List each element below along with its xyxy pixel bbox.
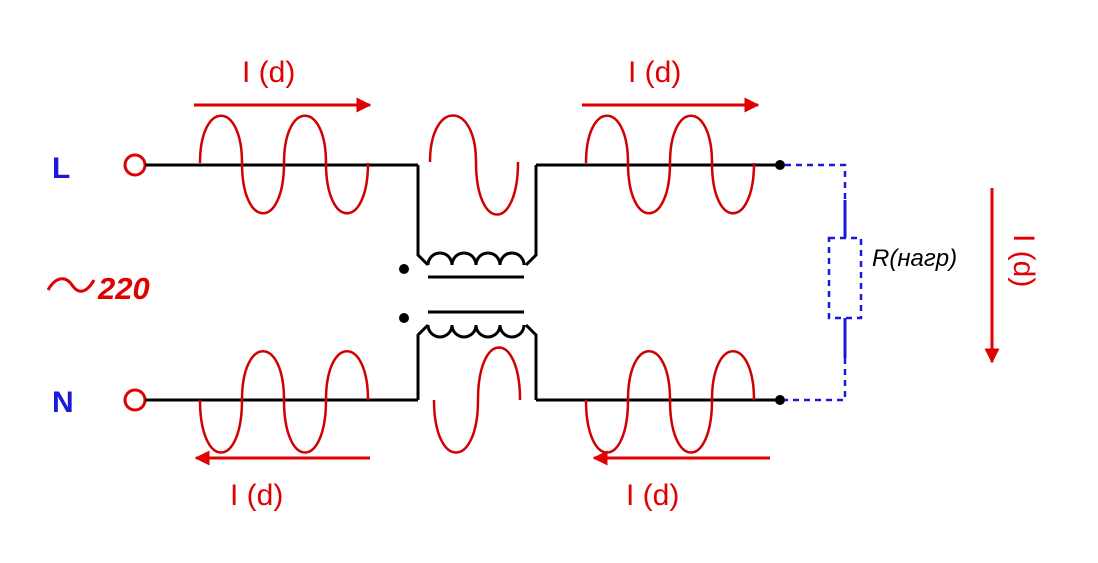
current-label-top-left: I (d) (242, 56, 295, 89)
polarity-dot-bottom (399, 313, 409, 323)
load-wire-bottom (785, 358, 847, 402)
resistor-body (827, 236, 863, 320)
wave-choke-top (428, 114, 520, 216)
wire-choke-bottom-right (524, 323, 538, 400)
wire-choke-bottom-left (416, 323, 430, 400)
wave-choke-bottom (432, 346, 522, 454)
polarity-dot-top (399, 264, 409, 274)
output-node-bottom (775, 395, 785, 405)
wiring (145, 163, 780, 402)
wave-line-out (584, 114, 756, 215)
current-arrows (194, 97, 1000, 466)
choke-winding-bottom (426, 324, 526, 339)
load-label: R(нагр) (872, 245, 957, 272)
terminal-line-label: L (52, 152, 70, 185)
load-resistor (785, 163, 863, 402)
current-label-bottom-right: I (d) (626, 479, 679, 512)
current-label-load-side: I (d) (1007, 234, 1040, 287)
common-mode-choke (399, 251, 526, 339)
current-label-top-right: I (d) (628, 56, 681, 89)
wire-choke-top-left (416, 165, 430, 267)
terminal-neutral-label: N (52, 386, 74, 419)
wave-line-in (198, 114, 370, 215)
terminal-line (123, 153, 147, 177)
choke-winding-top (426, 251, 526, 266)
current-label-bottom-left: I (d) (230, 479, 283, 512)
tilde-icon (46, 277, 96, 293)
wave-neutral-out (584, 350, 756, 454)
supply-voltage: 220 (97, 271, 150, 306)
noise-waves (198, 114, 756, 454)
load-wire-top (785, 163, 847, 200)
wire-choke-top-right (524, 165, 538, 267)
terminal-neutral (123, 388, 147, 412)
wave-neutral-in (198, 350, 370, 454)
output-node-top (775, 160, 785, 170)
ac-source-label: 220 (46, 271, 150, 306)
